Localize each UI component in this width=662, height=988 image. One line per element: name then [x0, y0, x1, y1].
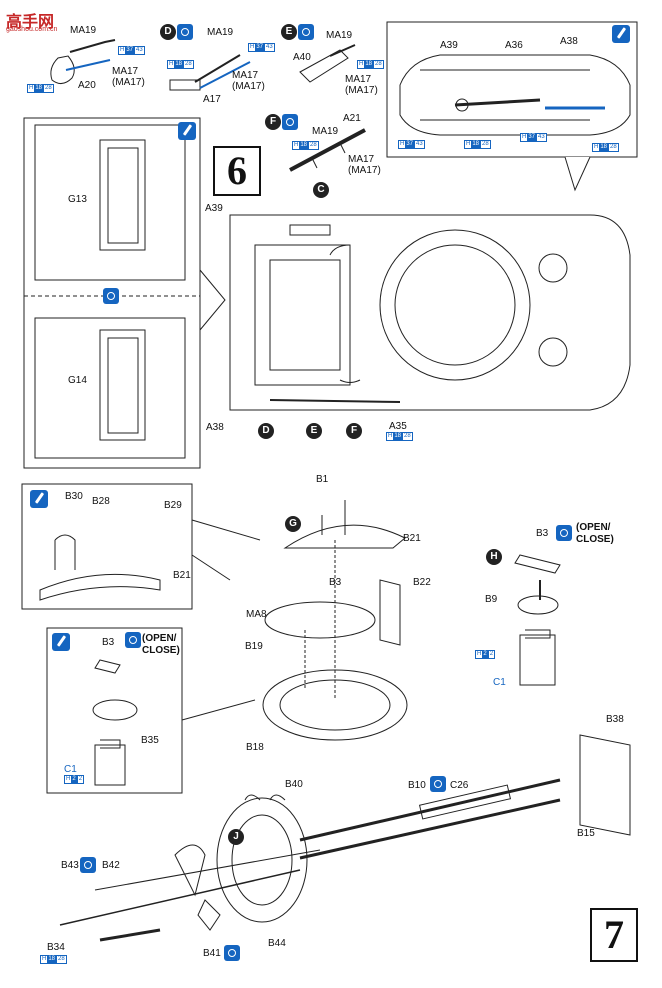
- label-b40: B40: [285, 779, 303, 790]
- label-ma17-e: MA17: [345, 74, 372, 85]
- paint-icon: [612, 25, 630, 43]
- label-a21: A21: [343, 113, 361, 124]
- cement-icon: [298, 24, 314, 40]
- subassembly-d-marker-hull: D: [258, 423, 274, 439]
- subassembly-e-marker: E: [281, 24, 297, 40]
- label-g14: G14: [68, 375, 87, 386]
- label-ma17p-d: (MA17): [232, 81, 265, 92]
- subassembly-c-marker: C: [313, 182, 329, 198]
- part-c-grip: [50, 55, 75, 84]
- cement-icon: [125, 632, 141, 648]
- label-a38-top: A38: [560, 36, 578, 47]
- step-7-number: 7: [590, 908, 638, 962]
- label-b19: B19: [245, 641, 263, 652]
- label-b35: B35: [141, 735, 159, 746]
- paint-icon: [52, 633, 70, 651]
- label-b18: B18: [246, 742, 264, 753]
- subassembly-h-marker: H: [486, 549, 502, 565]
- label-b10: B10: [408, 780, 426, 791]
- label-ma19-e: MA19: [326, 30, 353, 41]
- label-b41: B41: [203, 948, 221, 959]
- watermark-logo: 高手网: [6, 14, 55, 31]
- paint-icon: [178, 122, 196, 140]
- label-b30: B30: [65, 491, 83, 502]
- label-close-h: CLOSE): [576, 534, 614, 545]
- subassembly-e-marker-hull: E: [306, 423, 322, 439]
- label-ma17-c: MA17: [112, 66, 139, 77]
- label-close-inset: CLOSE): [142, 645, 180, 656]
- label-b38: B38: [606, 714, 624, 725]
- label-b15: B15: [577, 828, 595, 839]
- label-a38: A38: [206, 422, 224, 433]
- label-ma17-d: MA17: [232, 70, 259, 81]
- cement-icon: [430, 776, 446, 792]
- paint-icon: [30, 490, 48, 508]
- label-ma17p-c: (MA17): [112, 77, 145, 88]
- label-b22: B22: [413, 577, 431, 588]
- label-a39: A39: [205, 203, 223, 214]
- label-c1-inset: C1: [64, 764, 77, 775]
- subassembly-g-marker: G: [285, 516, 301, 532]
- label-b44: B44: [268, 938, 286, 949]
- cement-icon: [177, 24, 193, 40]
- label-b21: B21: [403, 533, 421, 544]
- label-b29: B29: [164, 500, 182, 511]
- label-g13: G13: [68, 194, 87, 205]
- label-open-h: (OPEN/: [576, 522, 611, 533]
- label-ma8: MA8: [246, 609, 267, 620]
- label-b43: B43: [61, 860, 79, 871]
- label-b34: B34: [47, 942, 65, 953]
- cement-icon: [80, 857, 96, 873]
- subassembly-f-marker-hull: F: [346, 423, 362, 439]
- subassembly-j-marker: J: [228, 829, 244, 845]
- label-b3-h: B3: [536, 528, 549, 539]
- label-ma19-f: MA19: [312, 126, 339, 137]
- label-ma19-d: MA19: [207, 27, 234, 38]
- label-b21-inset: B21: [173, 570, 191, 581]
- label-a17: A17: [203, 94, 221, 105]
- label-open-inset: (OPEN/: [142, 633, 177, 644]
- label-a39-top: A39: [440, 40, 458, 51]
- label-a20: A20: [78, 80, 96, 91]
- label-a36-top: A36: [505, 40, 523, 51]
- cement-icon: [224, 945, 240, 961]
- watermark-site: gaoshou.com.cn: [6, 26, 58, 33]
- label-ma17-f: MA17: [348, 154, 375, 165]
- label-ma19-c: MA19: [70, 25, 97, 36]
- label-b3-g: B3: [329, 577, 342, 588]
- label-b28: B28: [92, 496, 110, 507]
- label-c26: C26: [450, 780, 469, 791]
- label-b3-inset: B3: [102, 637, 115, 648]
- cement-icon: [282, 114, 298, 130]
- part-d-box: [169, 79, 201, 91]
- cement-icon: [103, 288, 119, 304]
- subassembly-d-marker: D: [160, 24, 176, 40]
- label-a40: A40: [293, 52, 311, 63]
- label-b1: B1: [316, 474, 329, 485]
- label-b42: B42: [102, 860, 120, 871]
- label-ma17p-e: (MA17): [345, 85, 378, 96]
- label-b9: B9: [485, 594, 498, 605]
- label-a35: A35: [389, 421, 407, 432]
- label-ma17p-f: (MA17): [348, 165, 381, 176]
- step-6-number: 6: [213, 146, 261, 196]
- cement-icon: [556, 525, 572, 541]
- label-c1-h: C1: [493, 677, 506, 688]
- subassembly-f-marker: F: [265, 114, 281, 130]
